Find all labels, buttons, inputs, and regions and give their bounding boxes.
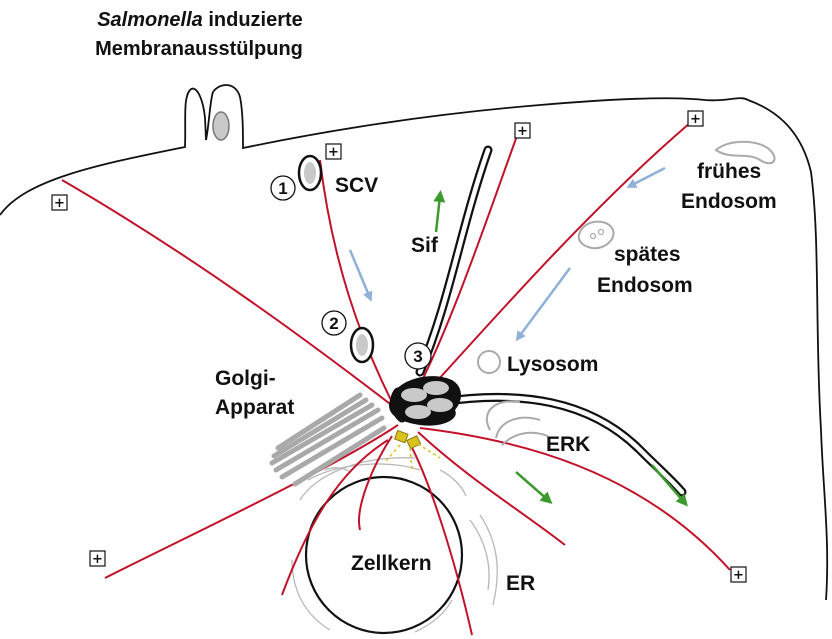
svg-text:1: 1 [278, 179, 287, 198]
scv-vesicle-2-inner [356, 334, 368, 356]
erc [487, 401, 548, 445]
plus-end-marker: + [688, 111, 703, 127]
label-early-endosome-2: Endosom [681, 190, 777, 213]
late-endosome [579, 222, 614, 249]
label-early-endosome-1: frühes [697, 160, 761, 183]
label-golgi-1: Golgi- [215, 367, 276, 390]
label-late-endosome-2: Endosom [597, 274, 693, 297]
scv-vesicle-1-inner [304, 162, 316, 184]
svg-text:+: + [733, 568, 744, 583]
figure-title-italic: Salmonella [97, 9, 203, 31]
svg-text:+: + [54, 196, 65, 211]
transport-arrow-scv [350, 250, 370, 298]
step-marker-2: 2 [322, 311, 346, 335]
transport-arrow-late [518, 268, 570, 338]
ruffle-vesicle [213, 112, 229, 140]
label-er: ER [506, 572, 535, 595]
plus-end-marker: + [52, 195, 67, 211]
plus-end-marker: + [90, 551, 105, 567]
svg-text:3: 3 [413, 347, 422, 366]
transport-arrow-early [630, 168, 665, 186]
plus-end-marker: + [731, 567, 746, 583]
label-scv: SCV [335, 174, 378, 197]
cluster-vesicle-b [423, 381, 449, 395]
label-late-endosome-1: spätes [614, 243, 681, 266]
figure-title-line2: Membranausstülpung [95, 38, 303, 60]
label-sif: Sif [411, 234, 439, 257]
svg-text:2: 2 [329, 314, 338, 333]
label-erc: ERK [546, 433, 590, 456]
plus-end-marker: + [326, 144, 341, 160]
label-golgi-2: Apparat [215, 396, 294, 419]
lysosome [478, 351, 500, 373]
figure-title-line1: Salmonella induzierte [97, 9, 303, 31]
svg-text:+: + [328, 145, 339, 160]
step-marker-3: 3 [405, 343, 431, 369]
figure-title-rest: induzierte [203, 9, 303, 31]
svg-text:+: + [690, 112, 701, 127]
extension-arrow-sif [436, 196, 440, 232]
cluster-vesicle-d [427, 398, 453, 412]
extension-arrow-erc [516, 472, 548, 500]
label-nucleus: Zellkern [351, 552, 432, 575]
cluster-vesicle-c [405, 405, 431, 419]
svg-text:+: + [517, 124, 528, 139]
step-marker-1: 1 [271, 176, 295, 200]
svg-text:+: + [92, 552, 103, 567]
label-lysosome: Lysosom [507, 353, 598, 376]
cluster-vesicle-a [401, 388, 427, 402]
plus-end-marker: + [515, 123, 530, 139]
